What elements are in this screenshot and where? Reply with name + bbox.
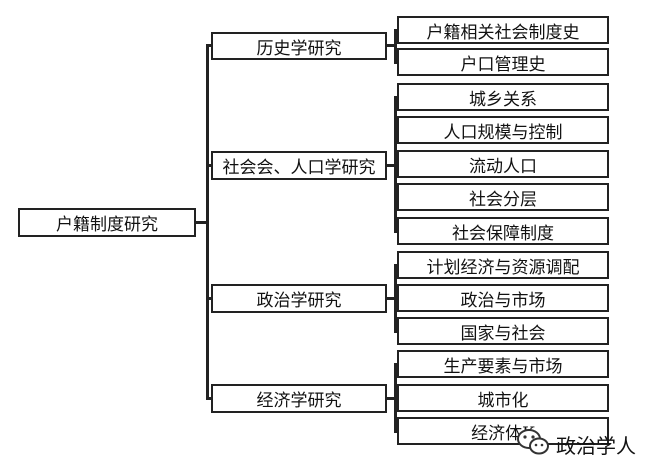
connector (386, 297, 395, 300)
leaf-node: 流动人口 (397, 150, 609, 178)
leaf-node: 城乡关系 (397, 83, 609, 111)
leaf-node: 城市化 (397, 384, 609, 412)
watermark-text: 政治学人 (556, 433, 636, 458)
connector (394, 29, 397, 62)
leaf-node: 户籍相关社会制度史 (397, 16, 609, 44)
branch-node-history: 历史学研究 (211, 32, 387, 60)
leaf-node: 社会保障制度 (397, 217, 609, 245)
connector (206, 397, 214, 400)
leaf-node: 经济体K (397, 417, 609, 445)
wechat-icon (516, 428, 550, 460)
leaf-node: 政治与市场 (397, 284, 609, 312)
connector (386, 397, 395, 400)
branch-node-economics: 经济学研究 (211, 384, 387, 413)
leaf-node: 户口管理史 (397, 48, 609, 76)
watermark: 政治学人 (516, 426, 662, 462)
root-node: 户籍制度研究 (18, 208, 196, 237)
leaf-node: 计划经济与资源调配 (397, 251, 609, 279)
branch-node-political-science: 政治学研究 (211, 284, 387, 313)
connector (206, 164, 214, 167)
branch-node-sociology-demography: 社会会、人口学研究 (211, 151, 387, 180)
leaf-node: 社会分层 (397, 183, 609, 211)
leaf-node: 国家与社会 (397, 317, 609, 345)
leaf-node: 人口规模与控制 (397, 116, 609, 144)
connector (386, 44, 395, 47)
leaf-node: 生产要素与市场 (397, 350, 609, 378)
connector (206, 297, 214, 300)
connector (206, 44, 209, 398)
connector (206, 44, 214, 47)
connector (195, 221, 207, 224)
connector (386, 164, 395, 167)
